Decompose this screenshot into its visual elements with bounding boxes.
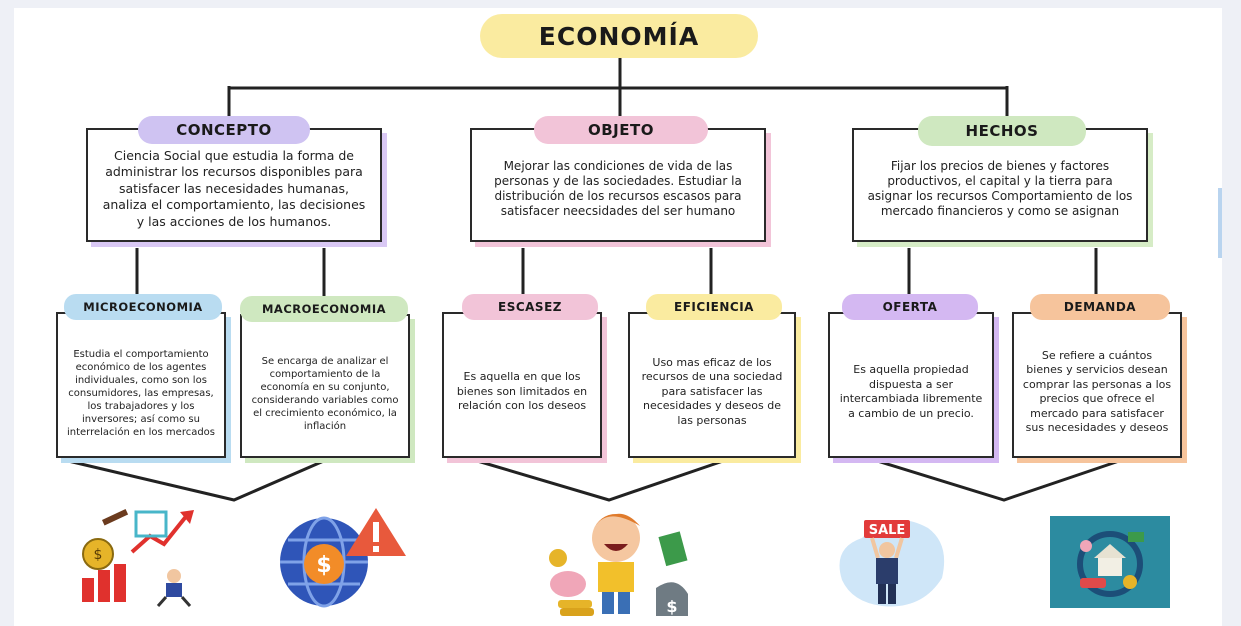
micro-card: Estudia el comportamiento económico de l… bbox=[56, 312, 226, 458]
macro-card: Se encarga de analizar el comportamiento… bbox=[240, 314, 410, 458]
macro-text: Se encarga de analizar el comportamiento… bbox=[251, 356, 399, 432]
eficiencia-card: Uso mas eficaz de los recursos de una so… bbox=[628, 312, 796, 458]
concepto-label: CONCEPTO bbox=[138, 116, 310, 144]
globe-dollar-warning-icon: $ bbox=[280, 508, 406, 608]
escasez-text: Es aquella en que los bienes son limitad… bbox=[456, 370, 588, 413]
demanda-label: DEMANDA bbox=[1030, 294, 1170, 320]
house-car-money-icon bbox=[1050, 516, 1170, 608]
objeto-label: OBJETO bbox=[534, 116, 708, 144]
micro-text: Estudia el comportamiento económico de l… bbox=[66, 348, 216, 438]
svg-text:$: $ bbox=[316, 553, 331, 578]
concepto-card: Ciencia Social que estudia la forma de a… bbox=[86, 128, 382, 242]
hechos-text: Fijar los precios de bienes y factores p… bbox=[867, 159, 1133, 218]
objeto-card: Mejorar las condiciones de vida de las p… bbox=[470, 128, 766, 242]
coins-chart-hammer-icon: $ bbox=[82, 509, 194, 607]
concepto-text: Ciencia Social que estudia la forma de a… bbox=[102, 147, 366, 229]
sale-text: SALE bbox=[869, 523, 906, 538]
diagram-title: ECONOMÍA bbox=[480, 14, 758, 58]
boy-coins-piggybank-icon: $ bbox=[549, 513, 688, 616]
objeto-text: Mejorar las condiciones de vida de las p… bbox=[494, 159, 742, 218]
micro-label: MICROECONOMIA bbox=[64, 294, 222, 320]
eficiencia-text: Uso mas eficaz de los recursos de una so… bbox=[641, 355, 783, 427]
demanda-card: Se refiere a cuántos bienes y servicios … bbox=[1012, 312, 1182, 458]
diagram-canvas: ECONOMÍA Ciencia Social que estudia la f… bbox=[14, 8, 1222, 626]
demanda-text: Se refiere a cuántos bienes y servicios … bbox=[1022, 348, 1172, 435]
sale-sign-man-icon: SALE bbox=[839, 520, 945, 607]
svg-text:$: $ bbox=[666, 597, 677, 616]
hechos-label: HECHOS bbox=[918, 116, 1086, 146]
oferta-label: OFERTA bbox=[842, 294, 978, 320]
escasez-label: ESCASEZ bbox=[462, 294, 598, 320]
hechos-card: Fijar los precios de bienes y factores p… bbox=[852, 128, 1148, 242]
macro-label: MACROECONOMIA bbox=[240, 296, 408, 322]
oferta-card: Es aquella propiedad dispuesta a ser int… bbox=[828, 312, 994, 458]
escasez-card: Es aquella en que los bienes son limitad… bbox=[442, 312, 602, 458]
oferta-text: Es aquella propiedad dispuesta a ser int… bbox=[839, 363, 983, 420]
connector-lines bbox=[63, 58, 1123, 502]
svg-text:$: $ bbox=[94, 547, 103, 563]
eficiencia-label: EFICIENCIA bbox=[646, 294, 782, 320]
scroll-edge bbox=[1218, 188, 1222, 258]
